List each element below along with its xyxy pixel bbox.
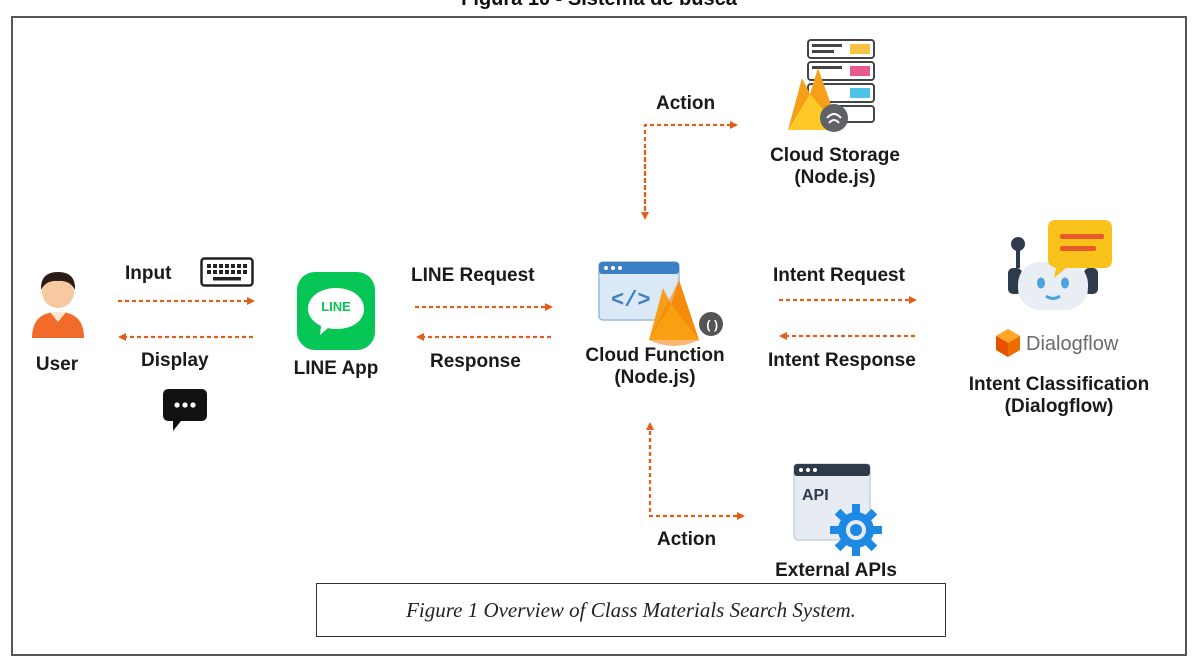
intent-response-label: Intent Response [768,350,916,371]
svg-text:</>: </> [611,288,651,313]
connector-arrows [118,121,917,520]
arrow-action-top [643,121,738,218]
line-app-icon: LINE [297,272,375,350]
cloud-function-line1: Cloud Function [585,345,725,366]
cloud-function-label: Cloud Function (Node.js) [570,345,740,389]
api-badge-text: API [802,487,829,504]
line-app-label: LINE App [293,358,379,379]
figure-header: Figura 10 - Sistema de busca [0,0,1198,11]
cloud-storage-icon [788,39,875,132]
user-label: User [35,354,79,375]
line-logo-text: LINE [321,299,351,314]
dialogflow-bot-icon [1008,220,1112,310]
cloud-storage-line2: (Node.js) [794,167,876,188]
intent-classification-line2: (Dialogflow) [1004,396,1114,417]
cloud-function-line2: (Node.js) [614,367,696,388]
action-bottom-label: Action [657,529,717,550]
intent-request-label: Intent Request [773,265,905,286]
dialogflow-logo-icon [996,329,1020,357]
svg-text:(): () [705,319,719,333]
action-top-label: Action [656,93,716,114]
input-label: Input [125,263,172,284]
figure-caption: Figure 1 Overview of Class Materials Sea… [316,583,946,637]
cloud-storage-line1: Cloud Storage [770,145,900,166]
dialogflow-logo-text: Dialogflow [1026,333,1119,355]
response-label: Response [430,351,521,372]
chat-bubble-icon [163,389,207,431]
line-request-label: LINE Request [411,265,535,286]
cloud-storage-label: Cloud Storage (Node.js) [752,145,918,189]
keyboard-icon [200,257,254,287]
user-avatar-icon [32,272,84,338]
intent-classification-label: Intent Classification (Dialogflow) [946,374,1172,418]
cloud-function-icon: </> () [598,261,723,346]
external-api-icon: API [793,463,882,556]
display-label: Display [141,350,209,371]
external-apis-label: External APIs [775,560,897,581]
arrow-action-bottom [648,424,745,520]
intent-classification-line1: Intent Classification [968,374,1150,395]
